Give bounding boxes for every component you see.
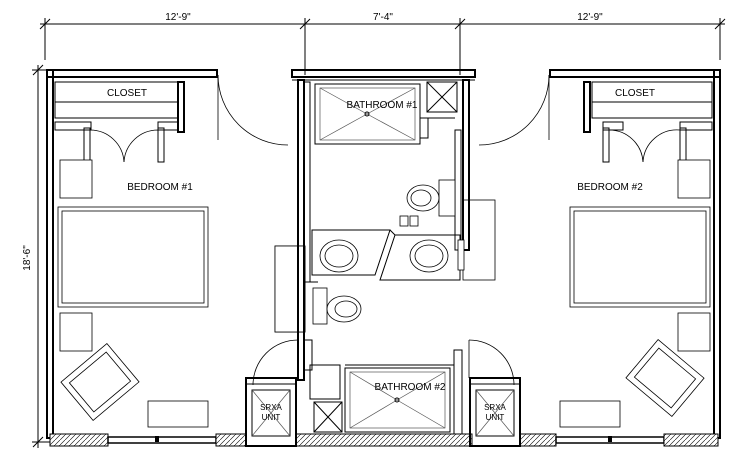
exterior-walls [46, 69, 721, 439]
dimension-lines [32, 18, 726, 448]
toilet-1 [406, 179, 456, 217]
srxa-unit-left [245, 377, 297, 447]
dimension-left-width: 12'-9" [165, 12, 191, 23]
bathroom-1-label: BATHROOM #1 [347, 100, 418, 111]
srxa-unit-right [469, 377, 521, 447]
dimension-center-width: 7'-4" [373, 12, 393, 23]
bottom-wall [49, 433, 719, 447]
bathroom-2-label: BATHROOM #2 [375, 382, 446, 393]
closet-left [54, 81, 185, 163]
bedroom-2-label: BEDROOM #2 [577, 182, 643, 193]
srxa-unit-left-line2: UNIT [262, 413, 281, 422]
shared-vanity [311, 215, 465, 281]
bedroom-1-label: BEDROOM #1 [127, 182, 193, 193]
bathroom-1-shower [314, 81, 458, 145]
door-right-entry [478, 74, 550, 146]
bathroom-2-shower [303, 339, 463, 435]
srxa-unit-right-line2: UNIT [486, 413, 505, 422]
bathroom-doors [252, 339, 515, 386]
toilet-2 [312, 287, 362, 325]
closet-right [583, 81, 713, 163]
dimension-overall-depth: 18'-6" [22, 245, 33, 271]
srxa-unit-left-line1: SRXA [260, 403, 282, 412]
srxa-unit-right-line1: SRXA [484, 403, 506, 412]
dimension-right-width: 12'-9" [577, 12, 603, 23]
closet-left-label: CLOSET [107, 88, 147, 99]
bedroom-1-furniture [57, 159, 306, 428]
closet-right-label: CLOSET [615, 88, 655, 99]
bedroom-2-furniture [462, 159, 711, 428]
door-left-entry [217, 74, 289, 146]
